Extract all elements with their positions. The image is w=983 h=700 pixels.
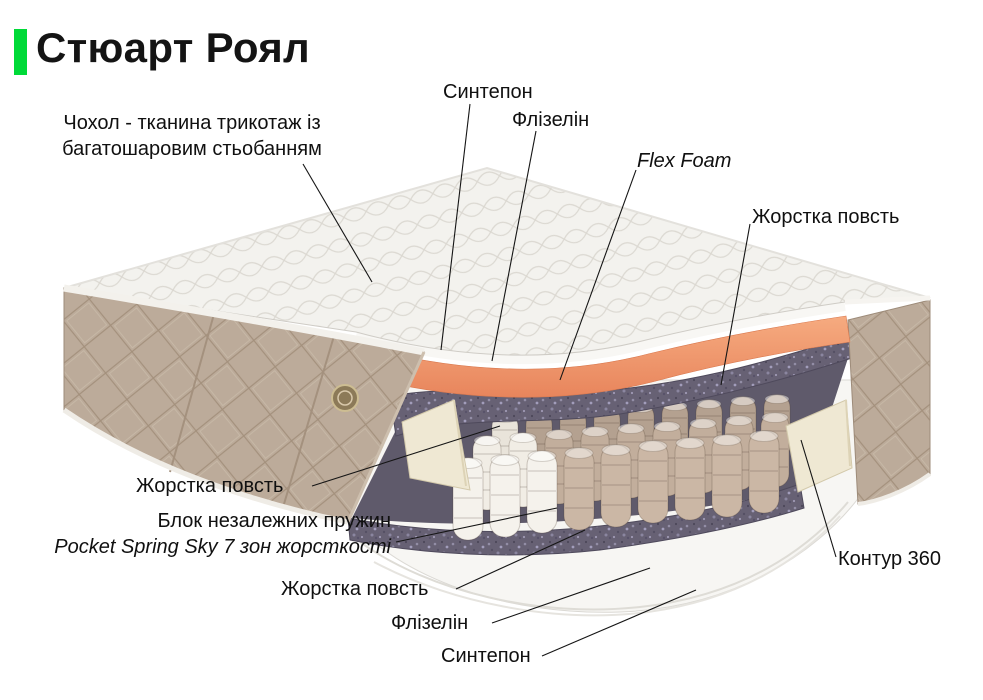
label-felt-left: Жорстка повсть bbox=[136, 475, 284, 497]
quilted-top bbox=[63, 166, 931, 356]
label-flizelin-bottom: Флізелін bbox=[391, 612, 469, 634]
leader-lines bbox=[302, 103, 837, 657]
label-felt-bottom: Жорстка повсть bbox=[281, 578, 429, 600]
label-sintepon-bottom: Синтепон bbox=[441, 645, 531, 667]
side-panel-left bbox=[62, 284, 426, 525]
page-title: Стюарт Роял bbox=[36, 24, 311, 71]
flex-foam-layer bbox=[359, 315, 851, 398]
label-felt-right: Жорстка повсть bbox=[752, 206, 900, 228]
contour-wedge-left bbox=[401, 399, 471, 491]
label-contour: Контур 360 bbox=[838, 548, 942, 570]
label-flex-foam: Flex Foam bbox=[637, 150, 732, 172]
label-cover: Чохол - тканина трикотаж із багатошарови… bbox=[62, 112, 322, 160]
label-flizelin-top: Флізелін bbox=[512, 109, 590, 131]
contour-wedge-right bbox=[785, 399, 853, 493]
side-panel-right bbox=[847, 299, 932, 506]
label-springs-line2: Pocket Spring Sky 7 зон жорсткості bbox=[54, 536, 391, 558]
label-springs-line1: Блок незалежних пружин bbox=[157, 510, 391, 532]
label-springs-block: Блок незалежних пружин Pocket Spring Sky… bbox=[24, 508, 391, 560]
label-sintepon-top: Синтепон bbox=[443, 81, 533, 103]
accent-bar bbox=[14, 29, 27, 75]
brand-badge bbox=[331, 384, 359, 412]
